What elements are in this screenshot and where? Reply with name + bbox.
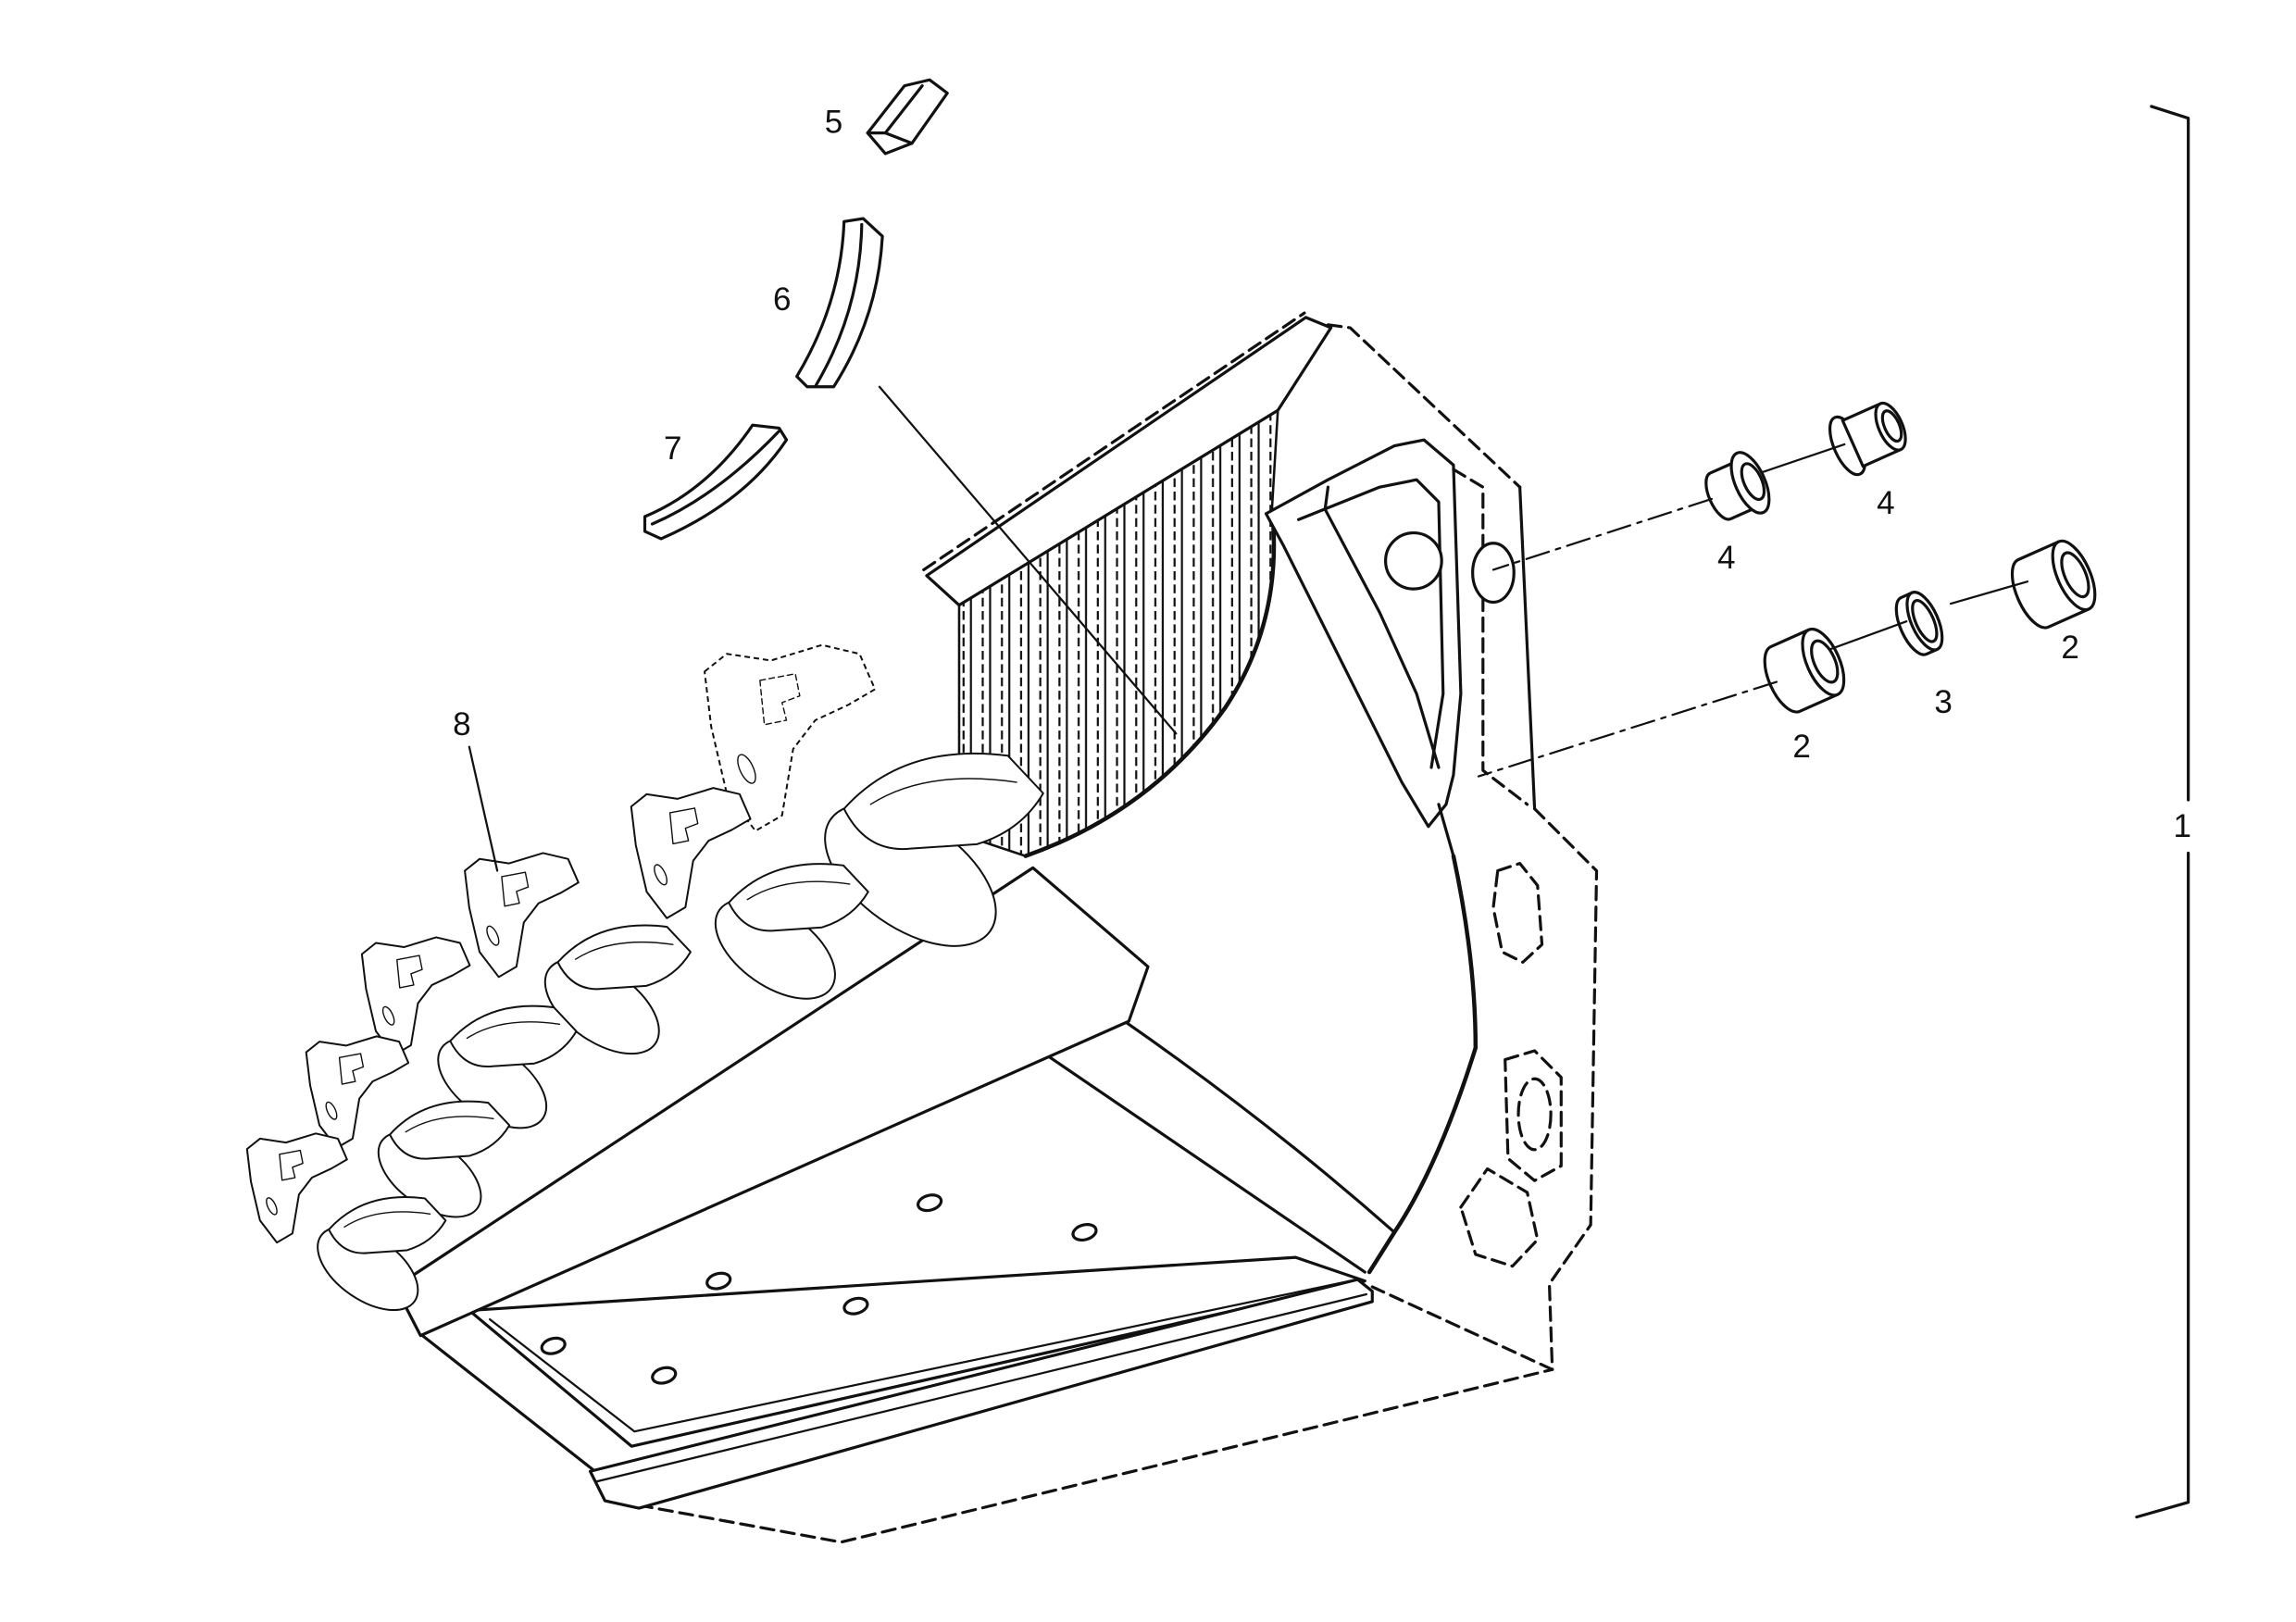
bucket-top-right-edge	[1326, 323, 1522, 489]
bucket-bottom-outline	[637, 1367, 1554, 1544]
part-6	[795, 217, 884, 389]
axis-line-lower	[1477, 680, 1778, 778]
callout-part-4-right: 4	[1877, 485, 1895, 521]
bolt-hole	[917, 1193, 943, 1213]
part-4-right-bushing	[1828, 401, 1907, 477]
side-plate-edge	[1518, 485, 1537, 811]
callout-part-2-left: 2	[1792, 729, 1810, 765]
part-4-left-bushing	[1704, 451, 1771, 521]
axis-line-upper	[1491, 497, 1713, 571]
floor-plate-inner-edge	[489, 1279, 1352, 1433]
bolt-hole	[1071, 1223, 1098, 1242]
hinge-ear	[1264, 438, 1529, 858]
link-line	[1828, 620, 1908, 651]
assembly-lines	[468, 105, 2190, 1519]
floor-wear-plate	[468, 1255, 1366, 1448]
bolt-hole	[540, 1336, 567, 1355]
cutting-edge	[588, 1278, 1374, 1510]
bolt-holes	[540, 1193, 1098, 1385]
back-wall-top-edge	[922, 311, 1306, 572]
part-7	[643, 423, 789, 541]
bucket-body	[393, 311, 1599, 1544]
callout-part-2-right: 2	[2061, 630, 2078, 666]
callout-part-6: 6	[773, 281, 792, 318]
cutting-edge-line	[594, 1292, 1368, 1483]
side-opening-upper	[1491, 861, 1544, 964]
assembly-bracket	[2135, 105, 2190, 1519]
link-line	[1760, 443, 1846, 474]
bucket-right-outline	[1370, 807, 1599, 1371]
callout-part-1: 1	[2174, 808, 2191, 844]
side-boss	[1516, 1077, 1553, 1152]
part-2-right-bushing	[2010, 539, 2097, 630]
floor-curve-inner	[1039, 1049, 1366, 1274]
callouts: 5 6 7 8 4 4 2 3 2 1	[453, 105, 2191, 844]
side-opening-lower	[1459, 1167, 1540, 1268]
side-opening-middle	[1504, 1049, 1563, 1182]
pin-bore-right	[1471, 542, 1516, 605]
floor-left-edge	[418, 1332, 595, 1472]
back-wall-band	[925, 316, 1333, 607]
floor-curve-outer	[1122, 1019, 1396, 1234]
side-plate-inner-curve	[1366, 854, 1479, 1275]
pin-bore-left	[1384, 530, 1443, 591]
part-2-left-bushing	[1763, 627, 1846, 714]
bolt-hole	[842, 1296, 869, 1316]
leader-line-6	[878, 385, 1178, 735]
link-line	[1949, 580, 2029, 605]
callout-part-7: 7	[664, 430, 682, 467]
callout-part-4-left: 4	[1717, 540, 1736, 576]
bolt-hole	[651, 1366, 678, 1385]
bolt-hole	[705, 1271, 732, 1291]
callout-part-8: 8	[453, 706, 471, 742]
leader-line-8	[468, 745, 499, 872]
side-plate-front-curve	[1023, 506, 1277, 858]
callout-part-3: 3	[1934, 684, 1952, 720]
callout-part-5: 5	[825, 105, 843, 141]
part-3-ring	[1894, 591, 1944, 656]
part-5	[866, 78, 949, 156]
